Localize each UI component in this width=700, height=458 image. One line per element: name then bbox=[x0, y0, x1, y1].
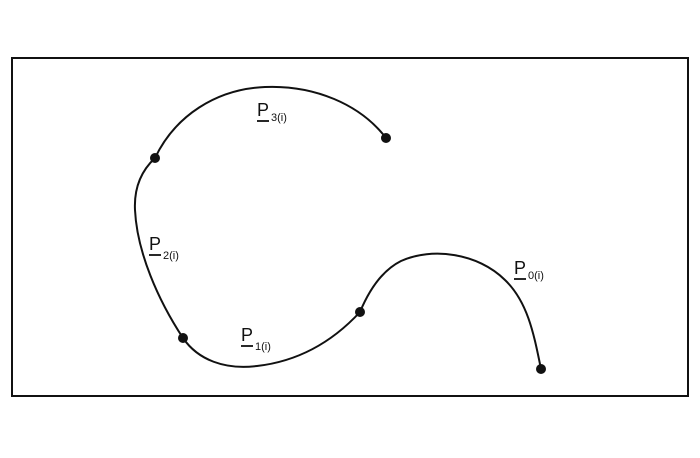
junction-point-d bbox=[150, 153, 160, 163]
segment-1-label-main: P bbox=[241, 325, 253, 345]
segment-0-curve bbox=[359, 252, 542, 370]
segment-0-label: P 0(i) bbox=[514, 258, 544, 282]
junction-point-c bbox=[178, 333, 188, 343]
diagram-frame bbox=[11, 57, 689, 397]
segment-3-label-sub: 3(i) bbox=[271, 112, 287, 124]
segment-2-label-sub: 2(i) bbox=[163, 250, 179, 262]
segment-1-label: P 1(i) bbox=[241, 325, 271, 353]
segment-1-label-sub: 1(i) bbox=[255, 341, 271, 353]
segment-3-label: P 3(i) bbox=[257, 100, 287, 124]
junction-point-e bbox=[381, 133, 391, 143]
segment-3-curve bbox=[154, 85, 387, 159]
junction-point-b bbox=[355, 307, 365, 317]
junction-point-a bbox=[536, 364, 546, 374]
segment-2-curve bbox=[133, 157, 184, 339]
segment-3-label-main: P bbox=[257, 100, 269, 120]
segment-0-label-main: P bbox=[514, 258, 526, 278]
segment-1-curve bbox=[182, 311, 361, 368]
segment-0-label-sub: 0(i) bbox=[528, 270, 544, 282]
segment-2-label-main: P bbox=[149, 234, 161, 254]
segment-2-label: P 2(i) bbox=[149, 234, 179, 262]
